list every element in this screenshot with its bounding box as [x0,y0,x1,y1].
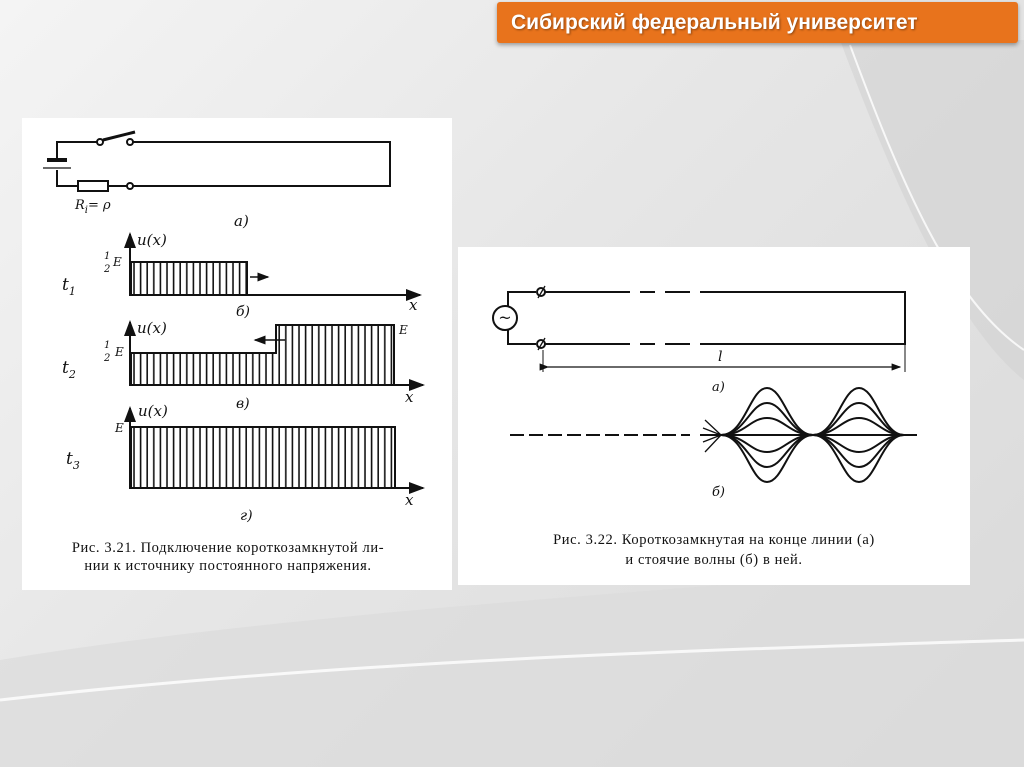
caption-3-21-line1: Рис. 3.21. Подключение короткозамкнутой … [72,540,384,556]
svg-text:x: x [405,388,414,406]
plot-t3 [124,406,425,494]
resistor-icon [77,180,109,192]
svg-text:1: 1 [104,340,110,351]
header-title: Сибирский федеральный университет [511,11,918,34]
svg-text:а): а) [712,380,725,395]
svg-text:u(x): u(x) [138,402,168,420]
svg-text:x: x [409,296,418,314]
svg-text:l: l [718,349,722,365]
svg-text:в): в) [236,396,250,412]
dc-circuit [43,130,391,192]
svg-text:t2: t2 [62,358,76,381]
caption-3-22-line1: Рис. 3.22. Короткозамкнутая на конце лин… [553,532,875,548]
svg-text:2: 2 [103,353,110,364]
svg-text:~: ~ [498,308,511,327]
plot-t1 [124,232,422,301]
svg-text:б): б) [236,304,250,320]
plot-t2 [124,320,425,391]
ac-line-circuit [492,285,906,372]
svg-text:u(x): u(x) [137,319,167,337]
svg-text:E: E [112,255,122,269]
svg-text:1: 1 [104,251,110,262]
figure-3-22 [458,247,970,585]
svg-text:u(x): u(x) [137,231,167,249]
svg-text:x: x [405,491,414,509]
switch-icon [102,130,136,142]
label-a: а) [234,212,249,230]
svg-text:E: E [114,421,124,435]
caption-3-21-line2: нии к источнику постоянного напряжения. [84,558,371,574]
ac-generator-icon [492,305,518,331]
caption-3-22-line2: и стоячие волны (б) в ней. [625,552,802,568]
svg-text:t1: t1 [62,275,76,298]
svg-text:E: E [398,323,408,337]
svg-text:2: 2 [103,264,110,275]
svg-text:E: E [114,345,124,359]
standing-waves [510,386,917,484]
svg-text:t3: t3 [66,449,80,472]
svg-text:Ri= ρ: Ri= ρ [74,198,111,216]
svg-text:б): б) [712,485,725,500]
svg-text:г): г) [240,508,253,524]
university-header: Сибирский федеральный университет [497,2,1018,43]
